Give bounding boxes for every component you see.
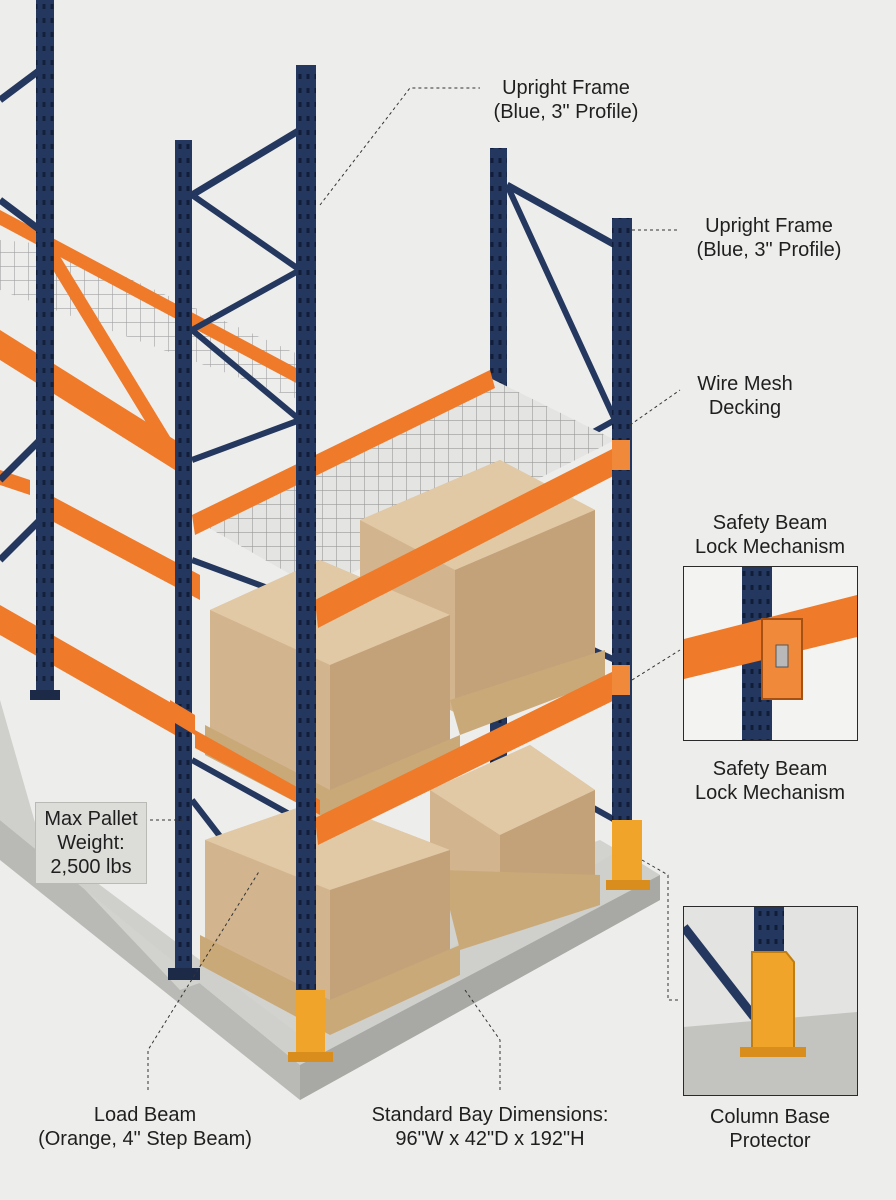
- inset-base-protector-detail: [683, 906, 858, 1096]
- inset-beam-lock-detail: [683, 566, 858, 741]
- load-beam-front: [170, 445, 625, 845]
- callout-max-pallet-weight: Max Pallet Weight: 2,500 lbs: [35, 802, 147, 884]
- callout-load-beam: Load Beam (Orange, 4" Step Beam): [38, 1104, 252, 1150]
- callout-upright-frame-top: Upright Frame (Blue, 3" Profile): [493, 77, 639, 123]
- upright-frame-front-center: [296, 65, 316, 1055]
- pallet-load-front-lower: [200, 800, 460, 1035]
- column-base-protector-right: [606, 820, 650, 890]
- callout-safety-lock-top: Safety Beam Lock Mechanism: [694, 512, 846, 558]
- callout-wire-mesh-decking: Wire Mesh Decking: [697, 373, 793, 419]
- concrete-floor-slab: [0, 640, 660, 1100]
- pallet-load-back-lower: [430, 745, 600, 950]
- upright-frame-front-right: [612, 218, 632, 868]
- callout-safety-lock-bottom: Safety Beam Lock Mechanism: [694, 758, 846, 804]
- column-base-protector-front: [288, 990, 333, 1062]
- callout-column-base-protector: Column Base Protector: [709, 1106, 831, 1152]
- callout-upright-frame-right: Upright Frame (Blue, 3" Profile): [696, 215, 842, 261]
- callout-leaders: [147, 87, 681, 1090]
- callout-bay-dimensions: Standard Bay Dimensions: 96"W x 42"D x 1…: [371, 1104, 609, 1150]
